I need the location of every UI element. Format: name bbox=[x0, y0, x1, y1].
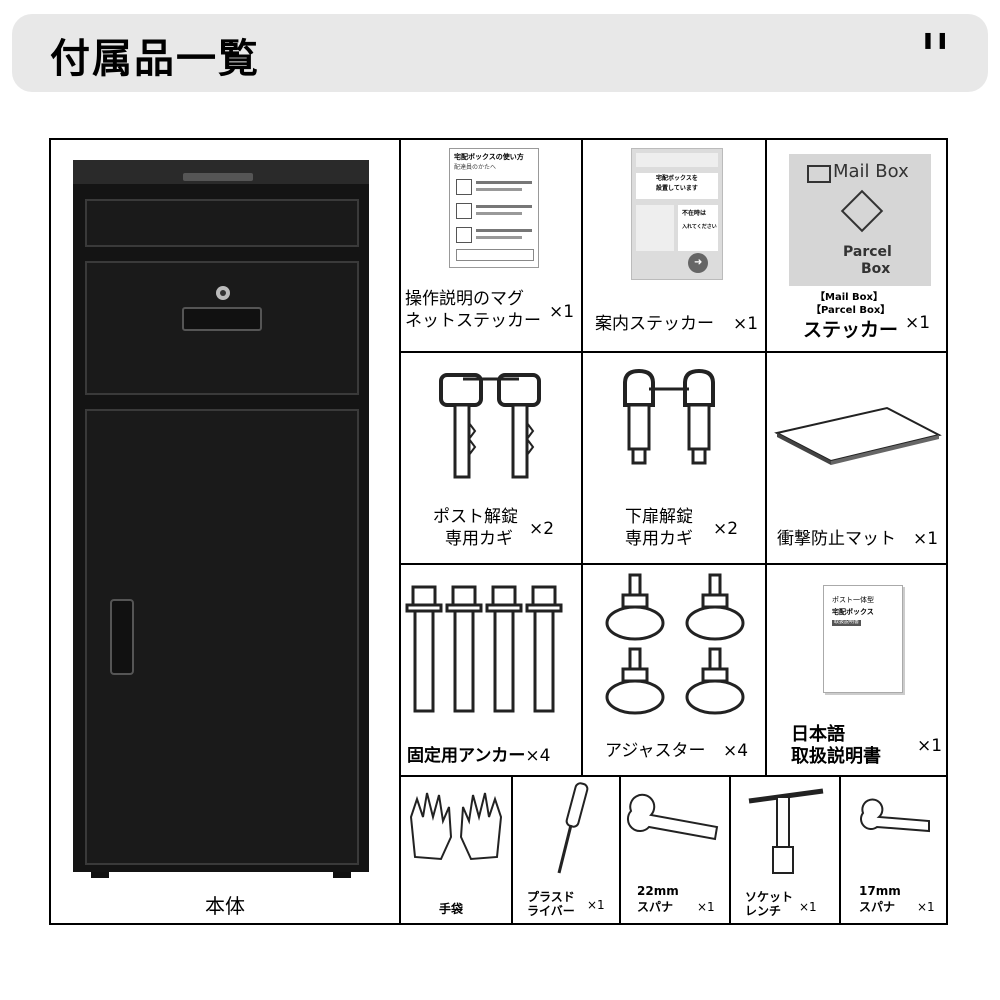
mail-icon bbox=[807, 165, 831, 183]
manual-label-1: 日本語 bbox=[791, 724, 845, 745]
anchor-bolt-icon bbox=[405, 585, 563, 713]
magnet-sticker-label-1: 操作説明のマグ bbox=[405, 289, 524, 309]
screwdriver-cell: プラスド ライバー ×1 bbox=[513, 777, 619, 925]
guide-sticker-cell: 宅配ボックスを 設置しています 不在時は 入れてください ➜ 案内ステッカー ×… bbox=[583, 140, 765, 351]
page-title: 付属品一覧 bbox=[50, 36, 260, 82]
shock-mat-qty: ×1 bbox=[913, 529, 939, 549]
spanner22-qty: ×1 bbox=[697, 900, 715, 914]
socket-wrench-label-2: レンチ bbox=[745, 904, 782, 918]
post-key-label-2: 専用カギ bbox=[445, 529, 513, 549]
parcel-box-image bbox=[73, 160, 369, 878]
door-key-cell: 下扉解錠 専用カギ ×2 bbox=[583, 353, 765, 563]
socket-wrench-icon bbox=[748, 788, 824, 874]
screwdriver-label-2: ライバー bbox=[527, 904, 575, 918]
gloves-label: 手袋 bbox=[439, 902, 464, 916]
shock-mat-cell: 衝撃防止マット ×1 bbox=[767, 353, 950, 563]
spanner17-cell: 17mm スパナ ×1 bbox=[841, 777, 948, 925]
adjuster-label: アジャスター bbox=[605, 741, 706, 761]
magnet-sticker-label-2: ネットステッカー bbox=[405, 311, 541, 331]
spanner22-label-2: スパナ bbox=[637, 900, 674, 914]
screwdriver-icon bbox=[557, 782, 589, 874]
shock-mat-label: 衝撃防止マット bbox=[777, 529, 896, 549]
mailbox-sticker-tag-1: 【Mail Box】 bbox=[815, 292, 883, 303]
mailbox-sticker-label: ステッカー bbox=[803, 319, 899, 341]
shock-mat-icon bbox=[774, 406, 942, 465]
header-bar: 付属品一覧 ❚❚ bbox=[12, 14, 988, 92]
manual-label-2: 取扱説明書 bbox=[791, 746, 881, 767]
magnet-sticker-qty: ×1 bbox=[549, 302, 575, 322]
magnet-sticker-card: 宅配ボックスの使い方 配達員のかたへ bbox=[449, 148, 539, 268]
screwdriver-label-1: プラスド bbox=[527, 890, 575, 904]
adjuster-qty: ×4 bbox=[723, 741, 749, 761]
gloves-icon bbox=[409, 792, 503, 861]
main-unit-cell: 本体 bbox=[51, 140, 399, 925]
gloves-cell: 手袋 bbox=[401, 777, 511, 925]
mailbox-sticker-tag-2: 【Parcel Box】 bbox=[811, 305, 891, 316]
spanner22-icon bbox=[626, 793, 719, 841]
parcel-box-icon bbox=[840, 189, 884, 233]
pause-icon[interactable]: ❚❚ bbox=[921, 30, 950, 49]
door-key-label-2: 専用カギ bbox=[625, 529, 693, 549]
anchor-label: 固定用アンカー×4 bbox=[407, 746, 551, 766]
mailbox-sticker-card: Mail Box Parcel Box bbox=[789, 154, 931, 286]
door-key-qty: ×2 bbox=[713, 519, 739, 539]
socket-wrench-qty: ×1 bbox=[799, 900, 817, 914]
spanner17-label-1: 17mm bbox=[859, 884, 901, 898]
accessories-table: 本体 宅配ボックスの使い方 配達員のかたへ 操作説明のマグ ネットステッカー ×… bbox=[49, 138, 948, 925]
spanner22-label-1: 22mm bbox=[637, 884, 679, 898]
guide-sticker-qty: ×1 bbox=[733, 314, 759, 334]
manual-book-image: ポスト一体型 宅配ボックス 取扱説明書 bbox=[823, 585, 903, 693]
door-key-icon bbox=[623, 368, 715, 465]
screwdriver-qty: ×1 bbox=[587, 898, 605, 912]
post-key-qty: ×2 bbox=[529, 519, 555, 539]
guide-sticker-card: 宅配ボックスを 設置しています 不在時は 入れてください ➜ bbox=[631, 148, 723, 280]
spanner17-qty: ×1 bbox=[917, 900, 935, 914]
post-key-cell: ポスト解錠 専用カギ ×2 bbox=[401, 353, 581, 563]
socket-wrench-cell: ソケット レンチ ×1 bbox=[731, 777, 839, 925]
main-unit-label: 本体 bbox=[205, 894, 245, 918]
manual-cell: ポスト一体型 宅配ボックス 取扱説明書 日本語 取扱説明書 ×1 bbox=[767, 565, 950, 775]
spanner17-label-2: スパナ bbox=[859, 900, 896, 914]
mailbox-sticker-cell: Mail Box Parcel Box 【Mail Box】 【Parcel B… bbox=[767, 140, 950, 351]
manual-qty: ×1 bbox=[917, 736, 943, 756]
anchor-cell: 固定用アンカー×4 bbox=[401, 565, 581, 775]
post-key-icon bbox=[439, 373, 541, 479]
mailbox-sticker-qty: ×1 bbox=[905, 313, 931, 333]
spanner22-cell: 22mm スパナ ×1 bbox=[621, 777, 729, 925]
guide-sticker-label: 案内ステッカー bbox=[595, 314, 714, 334]
spanner17-icon bbox=[860, 798, 930, 833]
anchor-qty: ×4 bbox=[525, 746, 551, 766]
magnet-sticker-cell: 宅配ボックスの使い方 配達員のかたへ 操作説明のマグ ネットステッカー ×1 bbox=[401, 140, 581, 351]
adjuster-foot-icon bbox=[605, 573, 745, 715]
adjuster-cell: アジャスター ×4 bbox=[583, 565, 765, 775]
door-key-label-1: 下扉解錠 bbox=[625, 507, 693, 527]
post-key-label-1: ポスト解錠 bbox=[433, 507, 518, 527]
socket-wrench-label-1: ソケット bbox=[745, 890, 794, 904]
